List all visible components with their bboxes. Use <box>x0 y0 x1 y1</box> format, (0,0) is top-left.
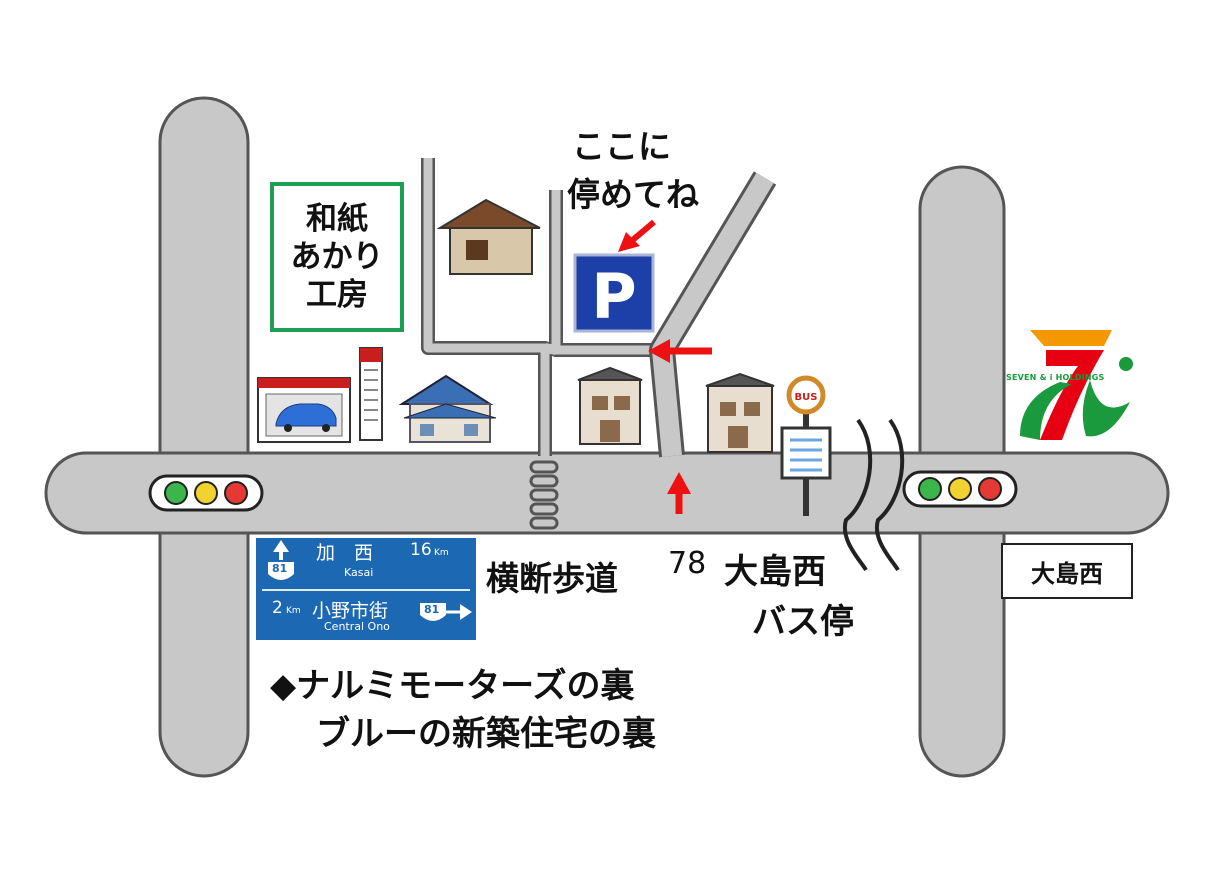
station-box-label: 大島西 <box>1031 559 1103 588</box>
traffic-light-left <box>148 474 264 512</box>
direction-arrows <box>618 219 712 514</box>
parking-note-line2: 停めてね <box>567 175 699 214</box>
dest2-unit: Km <box>286 606 301 616</box>
bus-stop-name: 大島西 <box>724 552 826 592</box>
house-center <box>577 366 643 445</box>
shop-name-line1: 和紙 <box>306 201 368 237</box>
dest1-name: 加 西 <box>316 542 374 564</box>
arrow-up-icon <box>667 472 691 514</box>
road-sign-graphics <box>256 538 476 640</box>
route-number-label: 78 <box>668 546 707 581</box>
parking-sign-icon: P <box>573 253 655 333</box>
washi-akari-kobo-box: 和紙 あかり 工房 <box>270 182 404 332</box>
blue-new-house <box>398 374 497 443</box>
house-brown-top <box>436 198 541 275</box>
dest1-unit: Km <box>434 548 449 558</box>
arrow-to-parking-icon <box>618 219 656 252</box>
bus-stop-label: バス停 <box>752 602 854 642</box>
svg-text:BUS: BUS <box>795 392 818 403</box>
road-break-marks <box>842 418 905 572</box>
bus-stop-sign-icon: BUS <box>780 375 832 516</box>
shop-name-line3: 工房 <box>306 277 368 313</box>
crosswalk <box>529 460 559 530</box>
dest1-distance: 16 <box>410 540 432 560</box>
note-line1: ◆ナルミモーターズの裏 <box>270 666 635 706</box>
dest1-roman: Kasai <box>344 566 374 579</box>
house-right <box>705 372 775 453</box>
route-shield-2: 81 <box>424 603 440 616</box>
road-left-vertical <box>158 96 250 778</box>
note-line2: ブルーの新築住宅の裏 <box>316 714 656 754</box>
dest2-roman: Central Ono <box>324 620 390 633</box>
dest2-name: 小野市街 <box>312 600 389 622</box>
dest2-distance: 2 <box>272 598 283 618</box>
traffic-light-right <box>902 470 1018 508</box>
seven-i-holdings-logo <box>1020 330 1133 440</box>
route-shield-1: 81 <box>272 562 288 575</box>
crosswalk-label: 横断歩道 <box>486 559 618 598</box>
arrow-left-icon <box>648 339 712 363</box>
logo-text: SEVEN & i HOLDINGS <box>1006 373 1105 382</box>
road-main-horizontal <box>44 451 1170 535</box>
car-dealer-building <box>257 377 351 443</box>
parking-note-line1: ここに <box>572 127 671 166</box>
oshima-nishi-box: 大島西 <box>1001 543 1133 599</box>
svg-text:P: P <box>591 260 636 333</box>
tower-building <box>359 347 383 441</box>
shop-name-line2: あかり <box>290 239 384 275</box>
